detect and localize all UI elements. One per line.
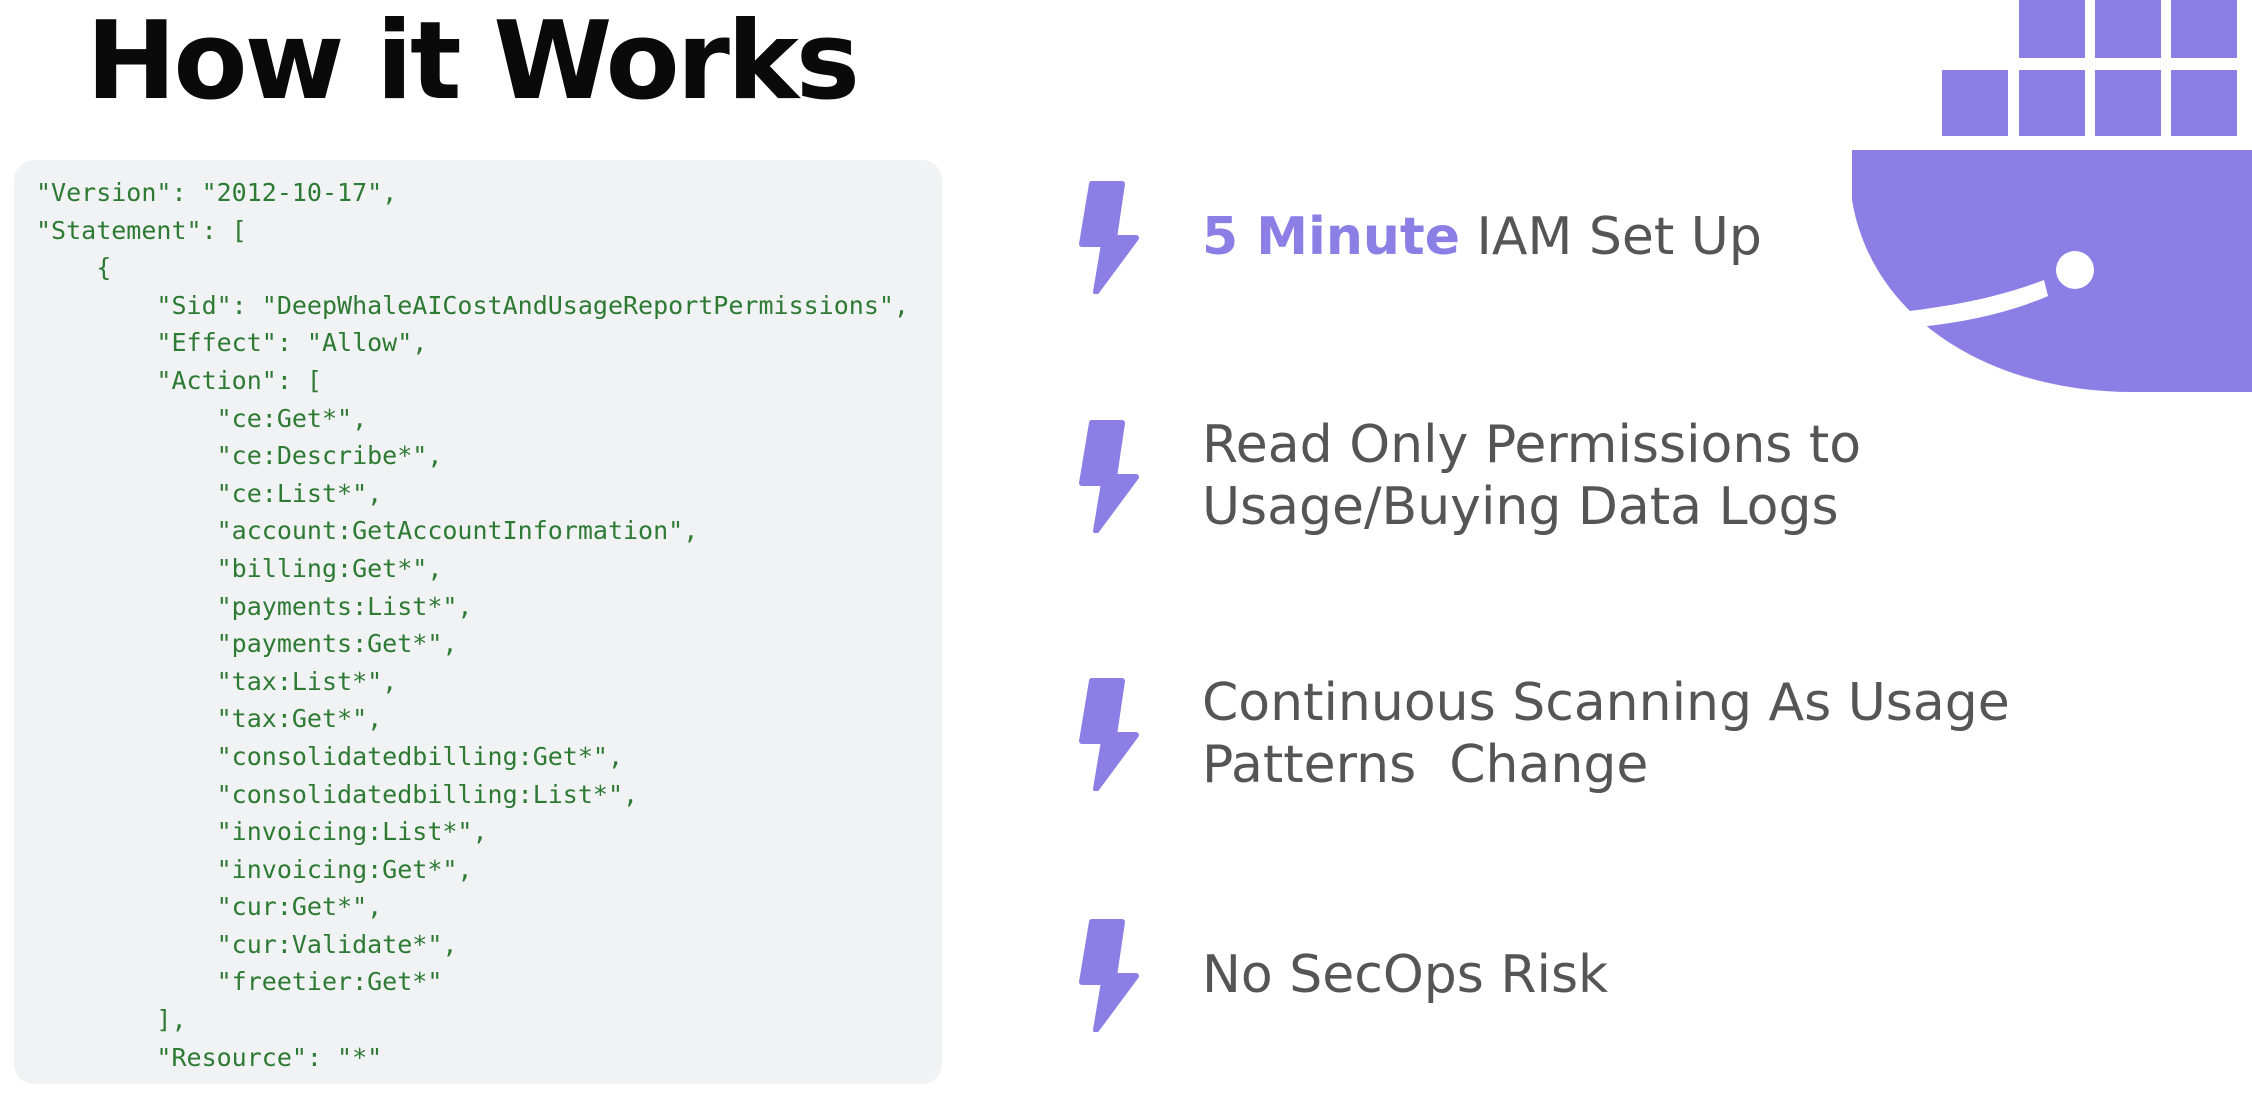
page-title: How it Works: [86, 0, 860, 124]
feature-item: Continuous Scanning As Usage Patterns Ch…: [1070, 672, 2010, 796]
code-line: "payments:List*",: [36, 591, 473, 621]
lightning-bolt-icon: [1079, 919, 1139, 1032]
code-line: "tax:Get*",: [36, 704, 383, 734]
code-line: "Statement": [: [36, 215, 247, 245]
iam-policy-code: "Version": "2012-10-17", "Statement": [ …: [14, 160, 942, 1076]
feature-item: Read Only Permissions to Usage/Buying Da…: [1070, 414, 1861, 538]
code-line: "tax:List*",: [36, 666, 398, 696]
feature-list: 5 Minute IAM Set Up Read Only Permission…: [1070, 0, 2070, 1106]
code-line: "cur:Validate*",: [36, 929, 458, 959]
feature-text: 5 Minute IAM Set Up: [1202, 206, 1762, 268]
code-line: "invoicing:Get*",: [36, 854, 473, 884]
lightning-bolt-icon: [1079, 678, 1139, 791]
feature-text: No SecOps Risk: [1202, 944, 1608, 1006]
feature-line: Usage/Buying Data Logs: [1202, 477, 1839, 537]
code-line: "freetier:Get*": [36, 967, 443, 997]
feature-text: Read Only Permissions to Usage/Buying Da…: [1202, 414, 1861, 538]
feature-highlight: 5 Minute: [1202, 207, 1461, 267]
feature-item: 5 Minute IAM Set Up: [1070, 180, 1762, 294]
code-line: ],: [36, 1005, 187, 1035]
code-line: "ce:Describe*",: [36, 441, 443, 471]
code-line: "consolidatedbilling:List*",: [36, 779, 639, 809]
code-line: "payments:Get*",: [36, 629, 458, 659]
lightning-bolt-icon: [1079, 181, 1139, 294]
code-line: "Version": "2012-10-17",: [36, 178, 398, 207]
code-line: "invoicing:List*",: [36, 817, 488, 847]
feature-item: No SecOps Risk: [1070, 918, 1608, 1032]
code-line: "ce:List*",: [36, 478, 383, 508]
iam-policy-code-block: "Version": "2012-10-17", "Statement": [ …: [14, 160, 942, 1084]
code-line: "ce:Get*",: [36, 403, 368, 433]
code-line: "cur:Get*",: [36, 892, 383, 922]
code-line: "Resource": "*": [36, 1042, 383, 1072]
code-line: "Sid": "DeepWhaleAICostAndUsageReportPer…: [36, 290, 909, 320]
feature-label: No SecOps Risk: [1202, 945, 1609, 1005]
code-line: "account:GetAccountInformation",: [36, 516, 699, 546]
code-line: "Effect": "Allow",: [36, 328, 428, 358]
code-line: {: [36, 253, 112, 283]
feature-text: Continuous Scanning As Usage Patterns Ch…: [1202, 672, 2010, 796]
docker-whale-icon: [1852, 0, 2252, 392]
code-line: "consolidatedbilling:Get*",: [36, 741, 623, 771]
code-line: "Action": [: [36, 365, 322, 395]
feature-label: IAM Set Up: [1460, 207, 1762, 267]
feature-line: Continuous Scanning As Usage: [1202, 673, 2010, 733]
feature-line: Read Only Permissions to: [1202, 415, 1862, 475]
feature-line: Patterns Change: [1202, 735, 1649, 795]
code-line: "billing:Get*",: [36, 553, 443, 583]
lightning-bolt-icon: [1079, 420, 1139, 533]
